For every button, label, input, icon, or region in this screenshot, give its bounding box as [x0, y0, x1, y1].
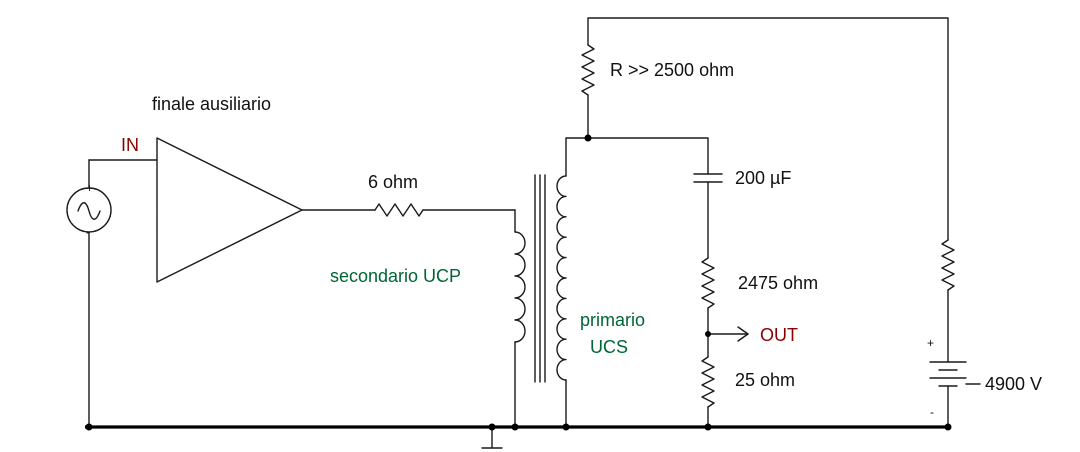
capacitor-200uf — [587, 137, 723, 259]
battery-label: 4900 V — [985, 374, 1042, 394]
resistor-25-ohm — [701, 356, 715, 428]
primary-winding — [556, 137, 589, 428]
primary-label-line1: primario — [580, 310, 645, 330]
junction-ground-output — [704, 423, 712, 431]
secondary-winding — [514, 209, 526, 428]
ac-source: + - — [66, 159, 112, 428]
junction-ground-secondary — [511, 423, 519, 431]
resistor-bias — [581, 17, 949, 241]
secondary-label: secondario UCP — [330, 266, 461, 286]
output-arrow — [707, 326, 749, 342]
amp-title-label: finale ausiliario — [152, 94, 271, 114]
junction-ground-source — [85, 423, 93, 431]
capacitor-label: 200 µF — [735, 168, 791, 188]
r-upper-label: 2475 ohm — [738, 273, 818, 293]
primary-label-line2: UCS — [590, 337, 628, 357]
r-series-label: 6 ohm — [368, 172, 418, 192]
output-label: OUT — [760, 325, 798, 345]
resistor-6-ohm — [301, 203, 516, 217]
junction-ground-symbol — [488, 423, 496, 431]
transformer-core — [534, 174, 546, 383]
resistor-battery-series — [941, 239, 955, 363]
resistor-2475-ohm — [701, 257, 715, 358]
r-bias-label: R >> 2500 ohm — [610, 60, 734, 80]
r-lower-label: 25 ohm — [735, 370, 795, 390]
ac-minus-mark: - — [86, 225, 90, 239]
junction-top — [584, 134, 592, 142]
battery-minus-label: - — [930, 405, 934, 419]
junction-ground-battery — [944, 423, 952, 431]
junction-ground-primary — [562, 423, 570, 431]
battery — [929, 361, 981, 428]
junction-out — [705, 331, 711, 337]
amplifier-triangle — [156, 137, 303, 283]
battery-plus-label: + — [927, 336, 934, 350]
ac-plus-mark: + — [86, 181, 93, 195]
input-label: IN — [121, 135, 139, 155]
